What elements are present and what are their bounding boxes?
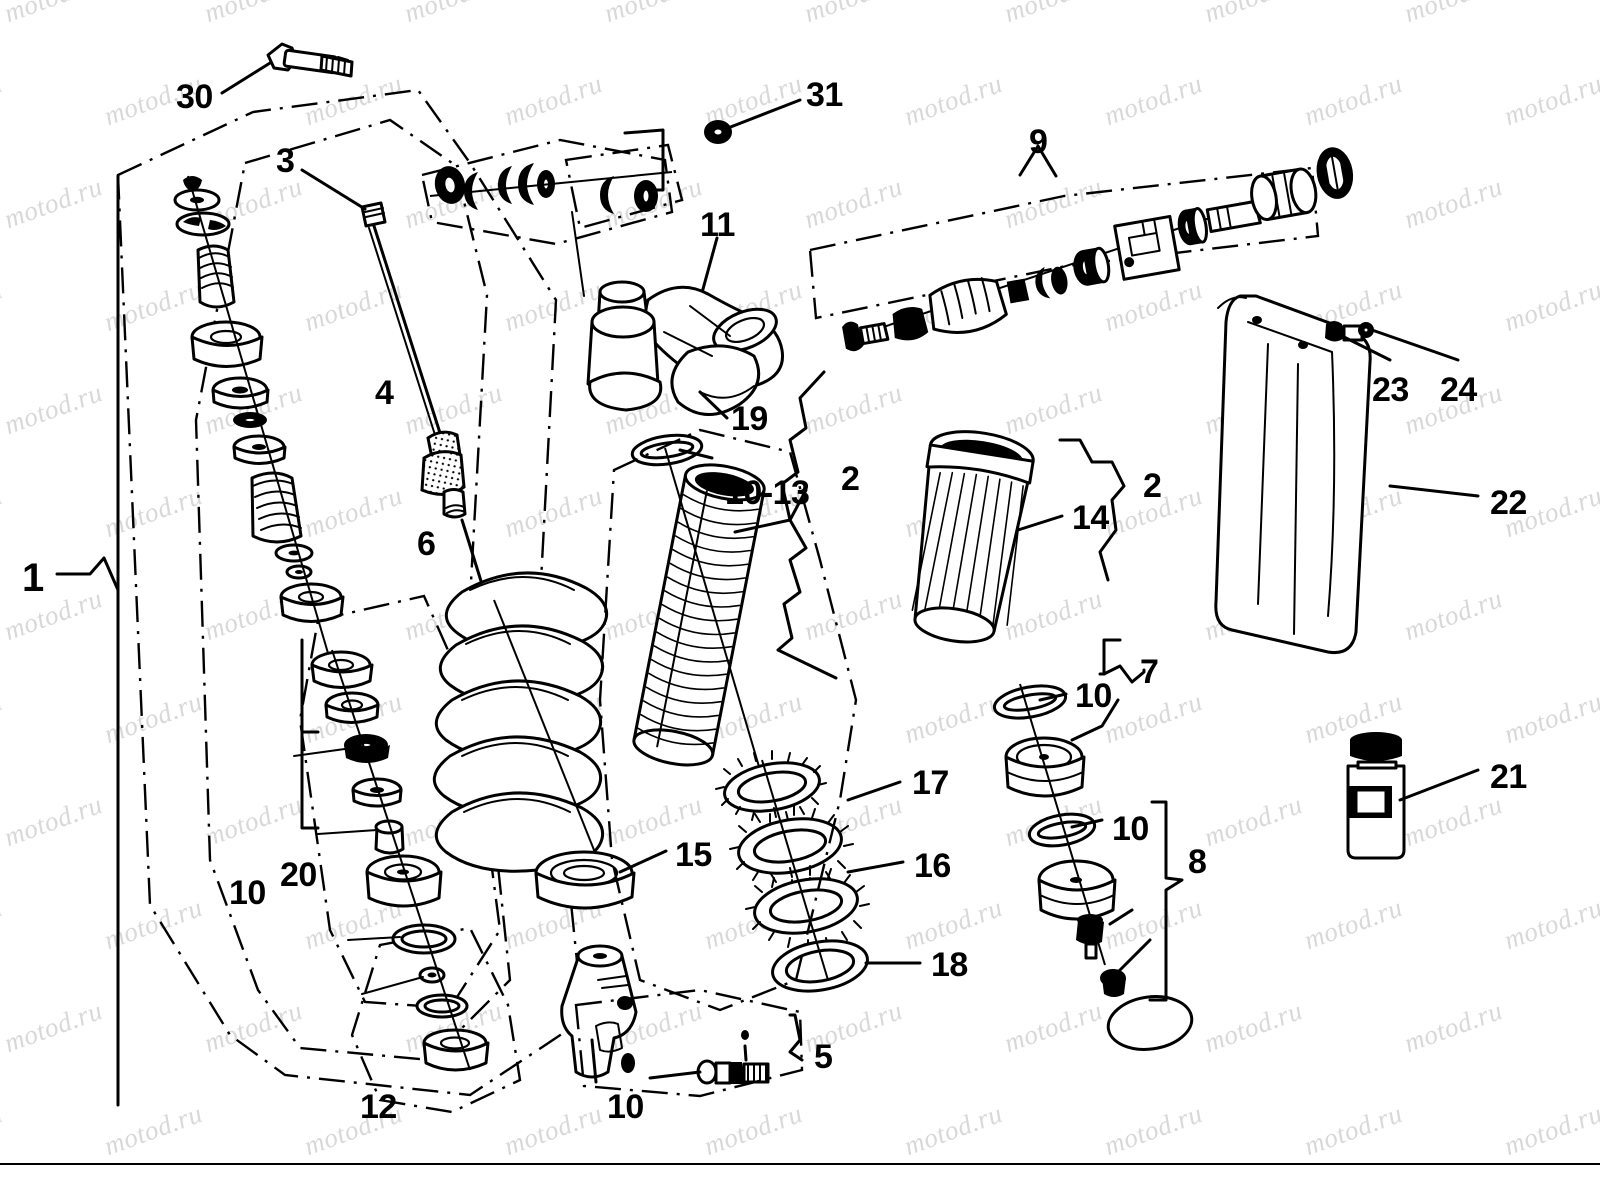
callout-20: 20: [280, 856, 317, 894]
callout-24: 24: [1440, 371, 1477, 409]
callout-31: 31: [806, 76, 843, 114]
callout-2b: 2: [1143, 467, 1162, 505]
callout-16: 16: [914, 847, 951, 885]
callout-10-8: 10: [1112, 810, 1149, 848]
callout-8: 8: [1188, 843, 1207, 881]
callout-2a: 2: [841, 460, 860, 498]
callout-17: 17: [912, 764, 949, 802]
callout-18: 18: [931, 946, 968, 984]
callout-10-13: 10-13: [725, 474, 810, 512]
callout-6: 6: [417, 525, 436, 563]
callout-15: 15: [675, 836, 712, 874]
callout-1: 1: [22, 556, 44, 600]
callout-10-7: 10: [1075, 677, 1112, 715]
callout-21: 21: [1490, 758, 1527, 796]
callout-12: 12: [360, 1088, 397, 1126]
callout-4: 4: [375, 374, 394, 412]
callout-23: 23: [1372, 371, 1409, 409]
callout-22: 22: [1490, 484, 1527, 522]
callout-30: 30: [176, 78, 213, 116]
callout-7: 7: [1140, 653, 1159, 691]
callout-10-20: 10: [229, 874, 266, 912]
callout-9: 9: [1029, 123, 1048, 161]
callout-10-5: 10: [607, 1088, 644, 1126]
callout-19: 19: [731, 400, 768, 438]
callout-5: 5: [814, 1038, 833, 1076]
callout-11: 11: [700, 206, 735, 244]
callout-14: 14: [1072, 499, 1109, 537]
callout-3: 3: [276, 142, 295, 180]
